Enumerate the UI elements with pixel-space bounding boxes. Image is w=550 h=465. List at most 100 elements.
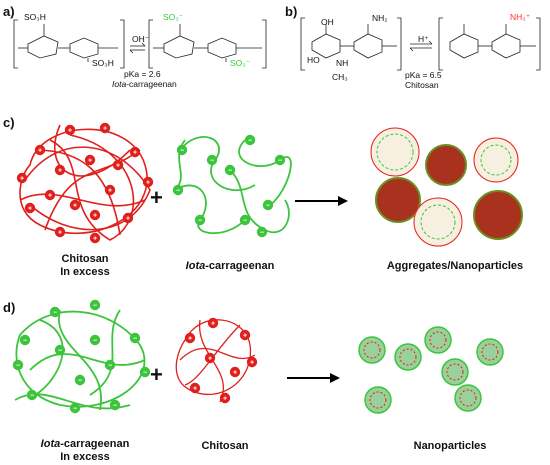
svg-text:−: − <box>266 202 270 209</box>
svg-text:+: + <box>116 162 120 169</box>
aggregates-cluster <box>370 127 523 247</box>
svg-text:−: − <box>180 147 184 154</box>
aggregate-particle <box>413 197 463 247</box>
svg-text:−: − <box>210 157 214 164</box>
positive-charge: + <box>219 392 231 404</box>
panel-c-label: c) <box>3 115 15 130</box>
panel-b-reagent: H⁺ <box>418 34 429 44</box>
nanoparticle <box>394 343 422 371</box>
aggregate-particle <box>473 190 523 240</box>
svg-text:−: − <box>198 217 202 224</box>
svg-text:−: − <box>248 137 252 144</box>
svg-text:−: − <box>73 405 77 412</box>
panel-c-mid-caption: Iota-carrageenan <box>185 260 275 272</box>
svg-text:+: + <box>211 320 215 327</box>
negative-charge: − <box>49 306 61 318</box>
nanoparticle <box>358 336 386 364</box>
negative-charge: − <box>74 374 86 386</box>
positive-charge: + <box>84 154 96 166</box>
positive-charge: + <box>16 172 28 184</box>
negative-charge: − <box>89 334 101 346</box>
aggregate-particle <box>473 137 519 183</box>
negative-charge: − <box>69 402 81 414</box>
svg-text:+: + <box>48 192 52 199</box>
reaction-arrow-c <box>295 196 348 206</box>
positive-charge: + <box>99 122 111 134</box>
svg-text:+: + <box>58 229 62 236</box>
svg-text:−: − <box>113 402 117 409</box>
svg-text:−: − <box>78 377 82 384</box>
panel-b-name: Chitosan <box>405 80 439 90</box>
carrageenan-strands-c <box>174 136 292 235</box>
svg-text:+: + <box>93 212 97 219</box>
panel-a-structures <box>13 19 267 69</box>
negative-charge: − <box>194 214 206 226</box>
negative-charge: − <box>89 299 101 311</box>
positive-charge: + <box>204 352 216 364</box>
positive-charge: + <box>89 209 101 221</box>
nanoparticle <box>476 338 504 366</box>
plus-sign-d: + <box>150 362 163 387</box>
panel-b-label: b) <box>285 4 298 19</box>
svg-text:−: − <box>93 302 97 309</box>
svg-text:+: + <box>126 215 130 222</box>
svg-text:+: + <box>193 385 197 392</box>
svg-text:−: − <box>53 309 57 316</box>
panel-b-nh: NH <box>336 58 349 68</box>
svg-text:+: + <box>243 332 247 339</box>
svg-text:−: − <box>243 217 247 224</box>
positive-charge: + <box>129 146 141 158</box>
panel-b-pka: pKa = 6.5 <box>405 70 442 80</box>
panel-c-right-caption: Aggregates/Nanoparticles <box>386 260 524 272</box>
positive-charge: + <box>239 329 251 341</box>
positive-charge: + <box>54 226 66 238</box>
panel-a-group-3: SO₃⁻ <box>163 12 184 22</box>
positive-charge: + <box>207 317 219 329</box>
positive-charge: + <box>34 144 46 156</box>
chitosan-excess-network <box>19 124 151 241</box>
svg-text:+: + <box>188 335 192 342</box>
svg-text:−: − <box>133 335 137 342</box>
panel-d-right-caption: Nanoparticles <box>413 440 487 452</box>
negative-charge: − <box>262 199 274 211</box>
positive-charge: + <box>69 199 81 211</box>
positive-charge: + <box>184 332 196 344</box>
svg-text:−: − <box>108 362 112 369</box>
negative-charge: − <box>274 154 286 166</box>
negative-charge: − <box>26 389 38 401</box>
charges-layer-d: −−−−−−−−−−−−−++++++++ <box>12 299 258 414</box>
panel-a-pka: pKa = 2.6 <box>124 69 161 79</box>
svg-text:+: + <box>108 187 112 194</box>
svg-text:+: + <box>93 235 97 242</box>
svg-text:+: + <box>58 167 62 174</box>
negative-charge: − <box>12 359 24 371</box>
positive-charge: + <box>54 164 66 176</box>
svg-text:+: + <box>38 147 42 154</box>
plus-sign-c: + <box>150 185 163 210</box>
svg-text:+: + <box>223 395 227 402</box>
svg-text:−: − <box>176 187 180 194</box>
charges-layer-c: +++++++++++++++++−−−−−−−−−− <box>16 122 286 244</box>
nanoparticles-cluster <box>358 326 504 414</box>
svg-text:+: + <box>73 202 77 209</box>
positive-charge: + <box>246 356 258 368</box>
aggregate-particle <box>375 177 421 223</box>
panel-d-label: d) <box>3 300 16 315</box>
positive-charge: + <box>44 189 56 201</box>
nanoparticle <box>364 386 392 414</box>
nanoparticle <box>441 358 469 386</box>
negative-charge: − <box>256 226 268 238</box>
svg-text:−: − <box>93 337 97 344</box>
negative-charge: − <box>172 184 184 196</box>
nanoparticle <box>454 384 482 412</box>
negative-charge: − <box>109 399 121 411</box>
panel-b-structures <box>300 17 541 71</box>
nanoparticle <box>424 326 452 354</box>
negative-charge: − <box>54 344 66 356</box>
negative-charge: − <box>139 366 151 378</box>
panel-b-oh: OH <box>321 17 334 27</box>
svg-text:+: + <box>233 369 237 376</box>
